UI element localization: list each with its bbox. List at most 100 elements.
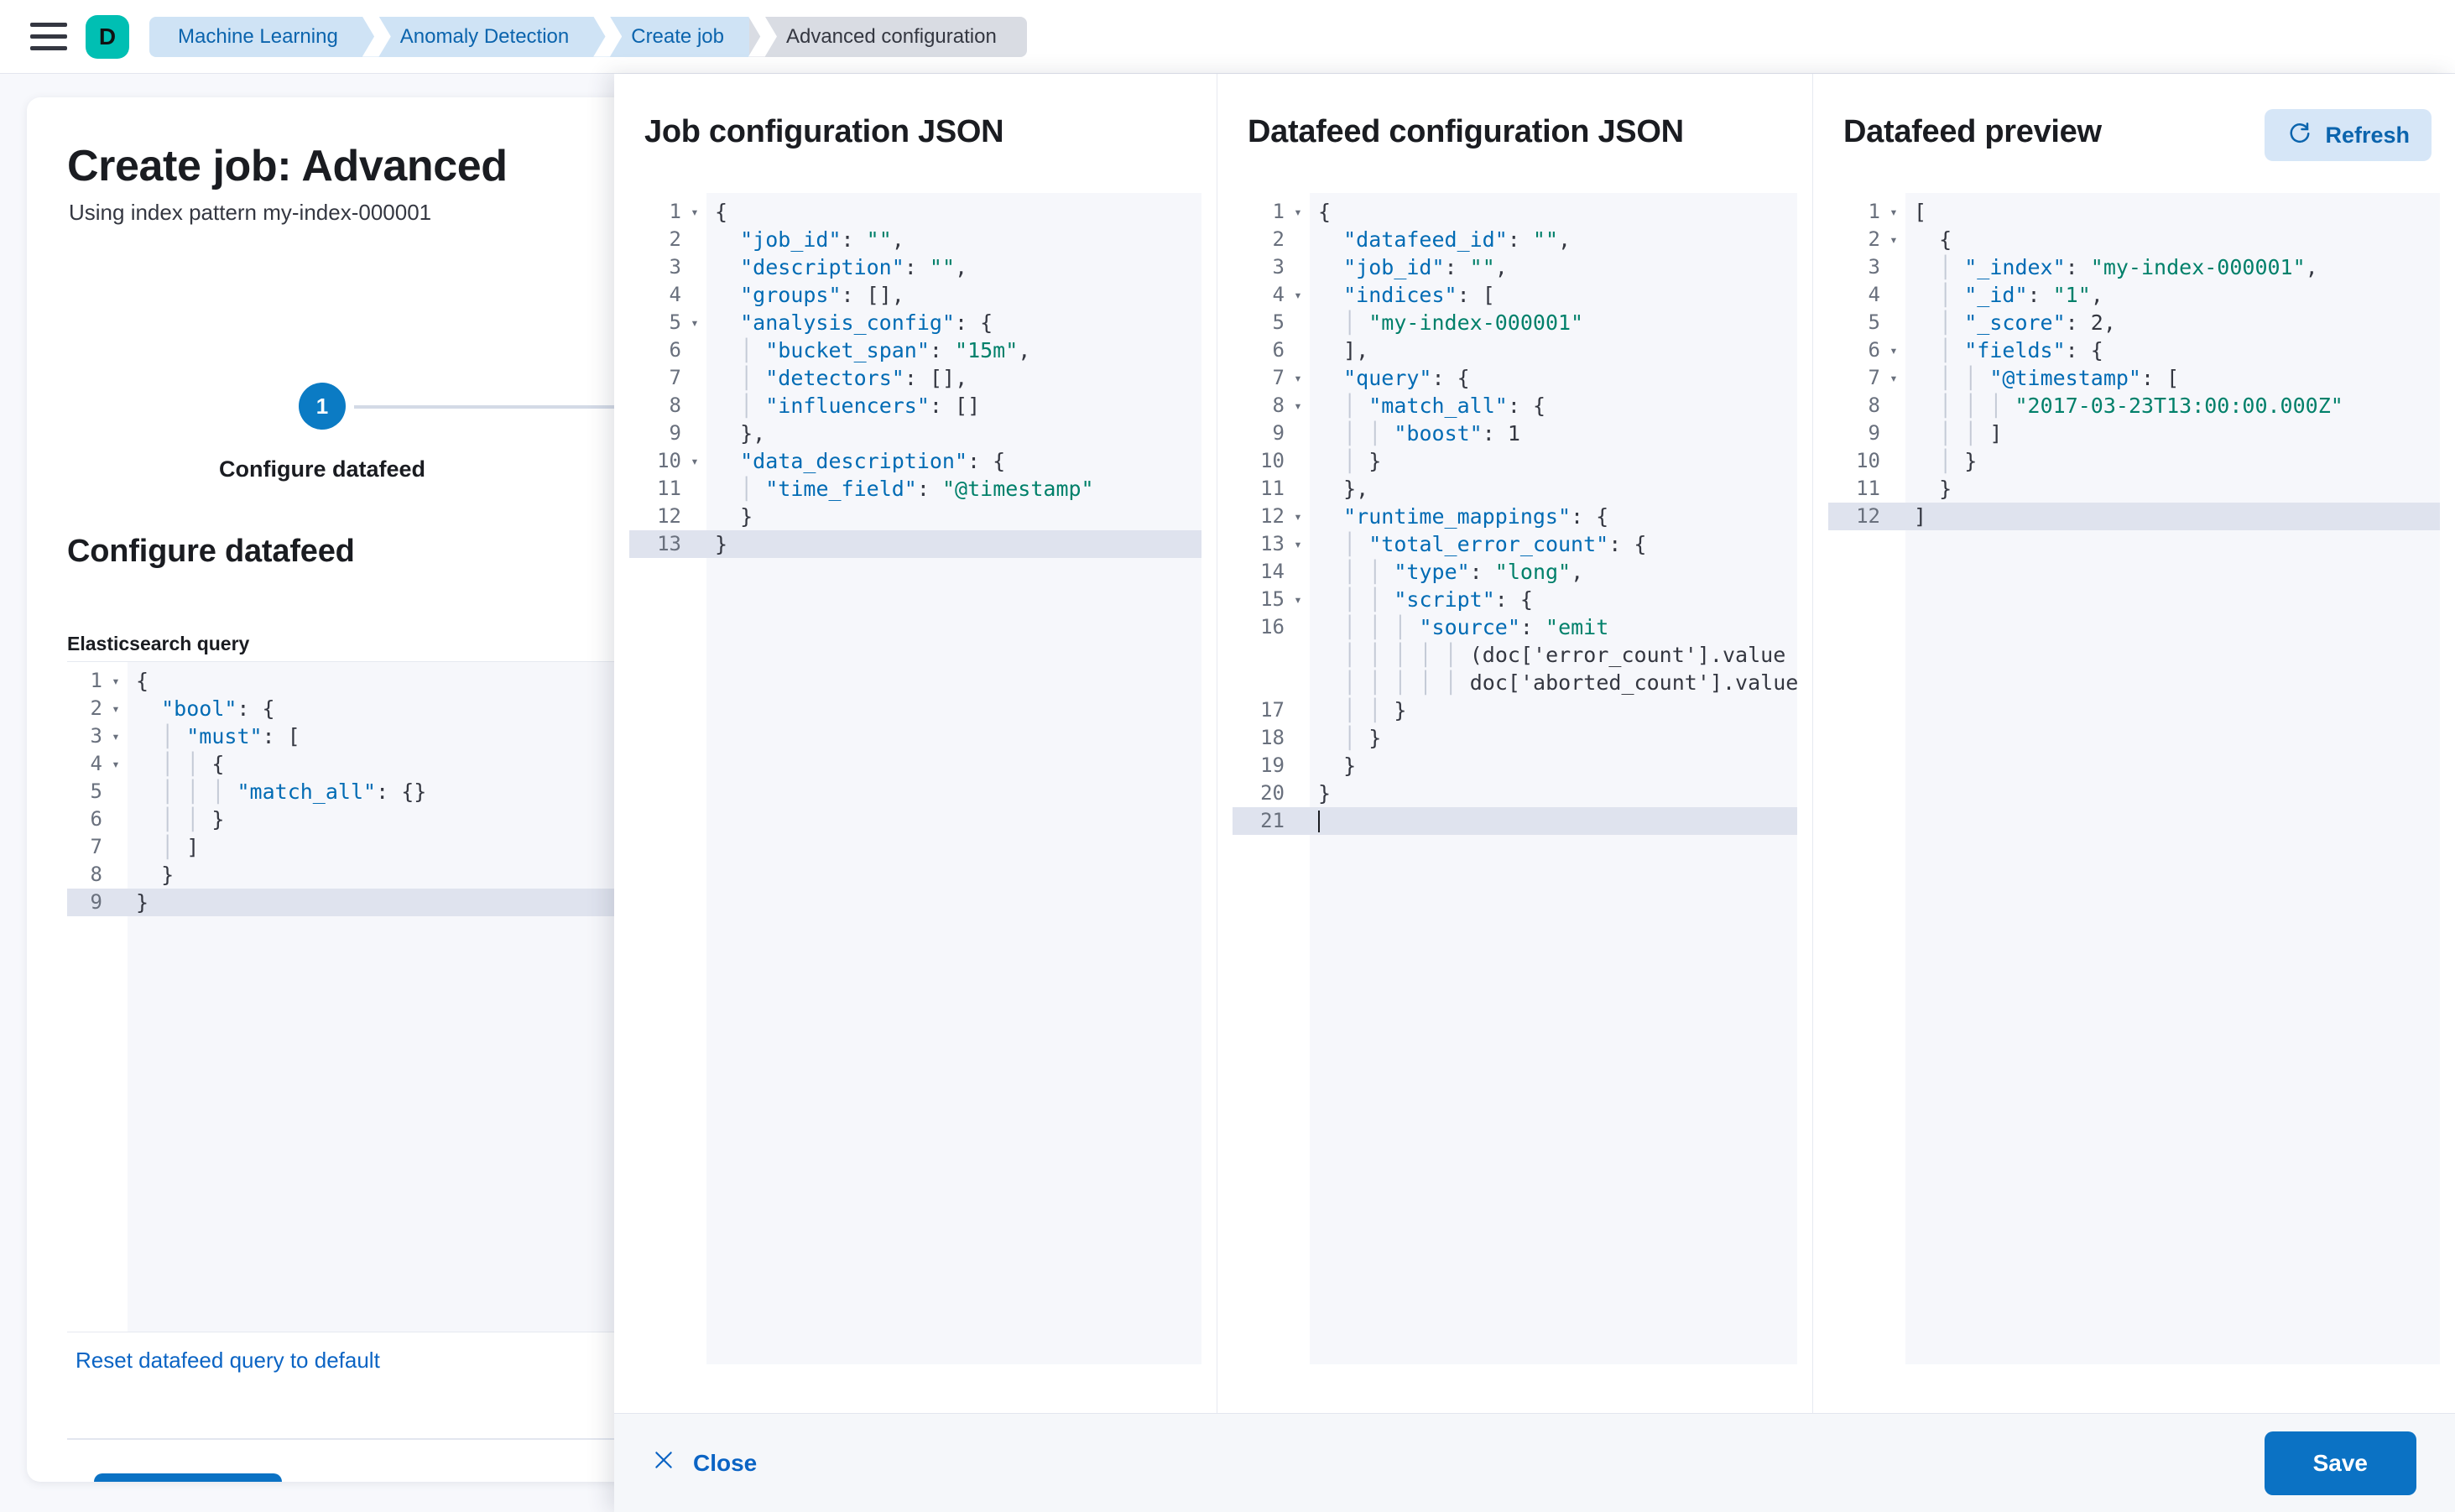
editor-line[interactable]: "runtime_mappings": { <box>1343 504 1609 529</box>
editor-line[interactable]: │ │ │ "2017-03-23T13:00:00.000Z" <box>1939 394 2343 418</box>
editor-line[interactable]: { <box>136 669 149 693</box>
editor-line[interactable]: [ <box>1914 200 1927 224</box>
text-caret <box>1318 811 1320 832</box>
editor-line[interactable]: "query": { <box>1343 366 1470 390</box>
editor-line[interactable]: │ "must": [ <box>161 724 300 748</box>
editor-line-number: 4 <box>1868 283 1880 306</box>
flyout-footer: Close Save <box>614 1413 2455 1512</box>
editor-line[interactable]: │ "bucket_span": "15m", <box>740 338 1031 362</box>
editor-line[interactable]: │ "_score": 2, <box>1939 310 2116 335</box>
editor-line[interactable]: │ │ ] <box>1939 421 2003 446</box>
editor-line-number: 20 <box>1260 781 1285 805</box>
editor-line[interactable]: }, <box>1343 477 1369 501</box>
editor-line[interactable]: { <box>1318 200 1332 224</box>
editor-line[interactable]: } <box>1343 753 1357 778</box>
editor-line[interactable]: "groups": [], <box>740 283 904 307</box>
editor-line[interactable]: "data_description": { <box>740 449 1006 473</box>
editor-line[interactable]: "job_id": "", <box>1343 255 1508 279</box>
editor-line[interactable]: │ "influencers": [] <box>740 394 981 418</box>
editor-line-number: 8 <box>1868 394 1880 417</box>
page-subtitle: Using index pattern my-index-000001 <box>69 200 432 225</box>
editor-line[interactable]: ], <box>1343 338 1369 362</box>
editor-line-number: 4▾ <box>1272 283 1302 306</box>
editor-line[interactable]: │ │ "boost": 1 <box>1343 421 1520 446</box>
editor-line-number: 7▾ <box>1868 366 1898 389</box>
editor-line[interactable]: │ } <box>1343 449 1382 473</box>
editor-line[interactable]: │ │ "type": "long", <box>1343 560 1584 584</box>
editor-code-area[interactable]: { "job_id": "", "description": "", "grou… <box>706 193 1201 1364</box>
editor-line-number: 1▾ <box>1272 200 1302 223</box>
editor-line-number: 9 <box>1868 421 1880 445</box>
editor-line-number: 8▾ <box>1272 394 1302 417</box>
breadcrumb-item-advanced-configuration: Advanced configuration <box>748 16 1027 57</box>
editor-line-number: 6▾ <box>1868 338 1898 362</box>
editor-line[interactable]: │ │ } <box>161 807 225 832</box>
editor-line[interactable]: } <box>706 530 1201 558</box>
editor-line[interactable]: "bool": { <box>161 696 275 721</box>
editor-line-number: 7 <box>90 835 102 858</box>
breadcrumb-item-create-job[interactable]: Create job <box>594 16 749 57</box>
editor-line[interactable]: │ "_id": "1", <box>1939 283 2103 307</box>
editor-line-number: 10 <box>1856 449 1880 472</box>
editor-line[interactable]: │ } <box>1343 726 1382 750</box>
breadcrumb: Machine Learning Anomaly Detection Creat… <box>149 16 1027 57</box>
editor-line[interactable]: │ "detectors": [], <box>740 366 968 390</box>
hamburger-menu-icon[interactable] <box>30 23 67 51</box>
editor-line[interactable]: │ │ │ "source": "emit │ │ │ │ │ (doc['er… <box>1343 615 1797 695</box>
editor-line[interactable]: }, <box>740 421 766 446</box>
refresh-button[interactable]: Refresh <box>2265 109 2432 161</box>
editor-line[interactable]: │ ] <box>161 835 200 859</box>
editor-line[interactable]: } <box>1939 477 1952 501</box>
editor-line[interactable]: │ │ │ "match_all": {} <box>161 779 427 804</box>
editor-line[interactable]: │ "total_error_count": { <box>1343 532 1647 556</box>
editor-line-number: 12 <box>657 504 681 528</box>
breadcrumb-item-machine-learning[interactable]: Machine Learning <box>149 16 363 57</box>
editor-line[interactable]: │ "_index": "my-index-000001", <box>1939 255 2318 279</box>
editor-line[interactable] <box>1310 807 1797 835</box>
editor-line-number: 9 <box>669 421 681 445</box>
editor-line[interactable]: { <box>715 200 728 224</box>
editor-line-number: 3 <box>1868 255 1880 279</box>
editor-line[interactable]: "description": "", <box>740 255 968 279</box>
close-button[interactable]: Close <box>653 1449 757 1477</box>
editor-code-area[interactable]: [ { │ "_index": "my-index-000001", │ "_i… <box>1905 193 2440 1364</box>
editor-line[interactable]: "datafeed_id": "", <box>1343 227 1572 252</box>
stepper-step-1[interactable]: 1 <box>299 383 346 430</box>
save-button[interactable]: Save <box>2264 1431 2416 1495</box>
editor-line[interactable]: │ │ "script": { <box>1343 587 1533 612</box>
editor-line[interactable]: } <box>740 504 753 529</box>
editor-line[interactable]: "job_id": "", <box>740 227 904 252</box>
editor-line[interactable]: } <box>161 863 175 887</box>
editor-line-number: 8 <box>669 394 681 417</box>
editor-line[interactable]: │ "time_field": "@timestamp" <box>740 477 1094 501</box>
breadcrumb-item-anomaly-detection[interactable]: Anomaly Detection <box>362 16 595 57</box>
editor-line[interactable]: │ "match_all": { <box>1343 394 1545 418</box>
editor-code-area[interactable]: { "datafeed_id": "", "job_id": "", "indi… <box>1310 193 1797 1364</box>
editor-line[interactable]: "analysis_config": { <box>740 310 993 335</box>
page-title: Create job: Advanced <box>67 142 508 190</box>
editor-line[interactable]: │ } <box>1939 449 1978 473</box>
editor-line-number: 14 <box>1260 560 1285 583</box>
editor-line[interactable]: "indices": [ <box>1343 283 1495 307</box>
job-configuration-header: Job configuration JSON <box>614 114 1217 178</box>
editor-line[interactable]: │ "fields": { <box>1939 338 2103 362</box>
app-badge[interactable]: D <box>86 14 129 59</box>
editor-line[interactable]: │ │ { <box>161 752 225 776</box>
refresh-icon <box>2286 120 2312 151</box>
editor-line[interactable]: ] <box>1905 503 2440 530</box>
editor-line[interactable]: │ │ "@timestamp": [ <box>1939 366 2180 390</box>
editor-line[interactable]: { <box>1939 227 1952 252</box>
editor-line[interactable]: } <box>1318 781 1332 806</box>
next-button[interactable]: Next <box>94 1473 282 1482</box>
editor-line[interactable]: │ │ } <box>1343 698 1407 722</box>
editor-line[interactable]: │ "my-index-000001" <box>1343 310 1584 335</box>
editor-line-number: 11 <box>657 477 681 500</box>
reset-datafeed-query-link[interactable]: Reset datafeed query to default <box>76 1348 380 1373</box>
